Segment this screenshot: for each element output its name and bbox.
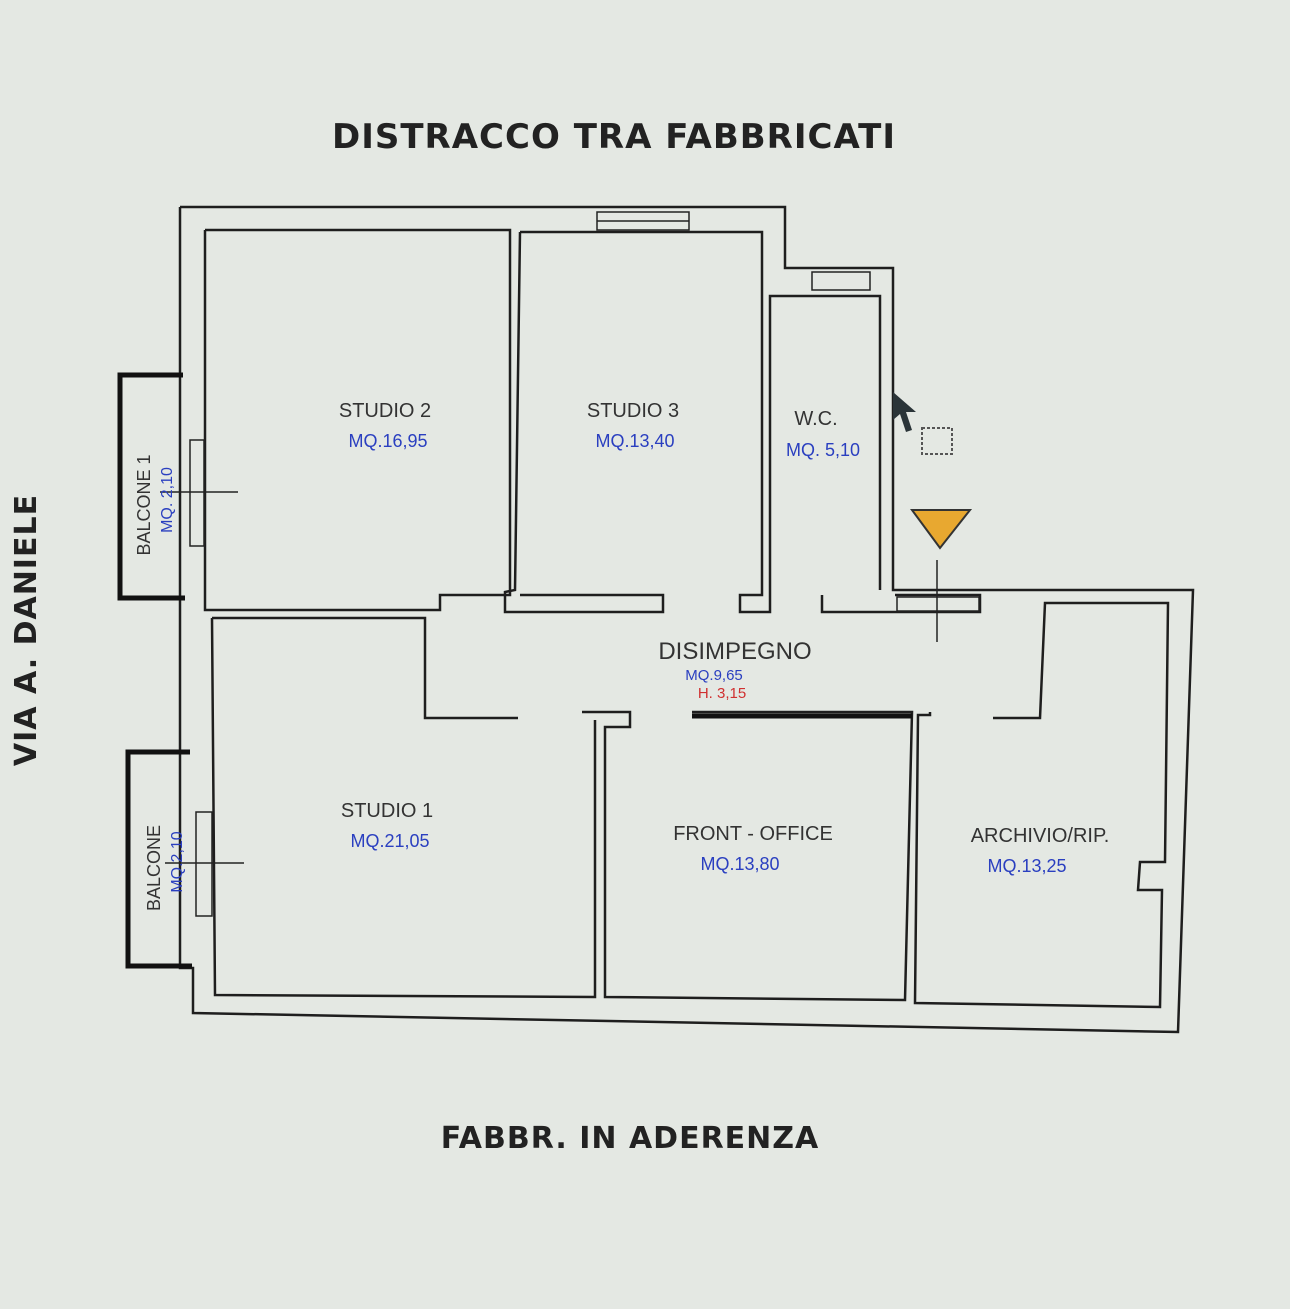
room-name-wc: W.C.	[794, 408, 837, 430]
window-balcone	[195, 811, 213, 917]
room-area-studio2: MQ.16,95	[348, 431, 427, 451]
inner-wall-studio2	[203, 228, 512, 612]
inner-wall-front-office	[582, 710, 914, 1002]
mouse-cursor-icon	[893, 392, 916, 432]
room-name-studio2: STUDIO 2	[339, 400, 431, 422]
room-area-balcone1: MQ. 2,10	[159, 467, 176, 533]
balcone-outline	[125, 749, 192, 969]
inner-wall-studio1-box	[210, 617, 597, 999]
street-label: VIA A. DANIELE	[9, 494, 44, 766]
window-disimpegno	[896, 596, 980, 612]
window-wc	[811, 271, 871, 291]
room-name-balcone1: BALCONE 1	[134, 454, 154, 555]
selection-box-icon	[921, 427, 953, 455]
room-name-studio1: STUDIO 1	[341, 800, 433, 822]
inner-wall-archivio	[913, 601, 1170, 1009]
room-area-front-office: MQ.13,80	[700, 854, 779, 874]
room-area-disimpegno: MQ.9,65	[685, 667, 743, 684]
room-area-wc: MQ. 5,10	[786, 440, 860, 460]
room-name-archivio: ARCHIVIO/RIP.	[971, 825, 1110, 847]
inner-wall-studio1	[212, 616, 518, 720]
inner-wall-wc	[820, 593, 982, 614]
inner-wall-studio3-bottom	[503, 231, 665, 614]
room-name-front-office: FRONT - OFFICE	[673, 823, 833, 845]
room-area-studio1: MQ.21,05	[350, 831, 429, 851]
room-area-balcone: MQ.2,10	[169, 831, 186, 892]
room-area-archivio: MQ.13,25	[987, 856, 1066, 876]
room-name-disimpegno: DISIMPEGNO	[658, 638, 811, 665]
window-balcone1	[189, 439, 205, 547]
inner-wall-studio3	[520, 230, 882, 614]
marker-triangle-icon[interactable]	[910, 509, 973, 550]
room-name-studio3: STUDIO 3	[587, 400, 679, 422]
room-area-studio3: MQ.13,40	[595, 431, 674, 451]
room-name-balcone: BALCONE	[144, 825, 164, 911]
balcone1-outline	[117, 372, 185, 601]
bottom-label: FABBR. IN ADERENZA	[441, 1121, 820, 1156]
room-height-disimpegno: H. 3,15	[698, 685, 746, 702]
top-label: DISTRACCO TRA FABBRICATI	[332, 117, 896, 157]
